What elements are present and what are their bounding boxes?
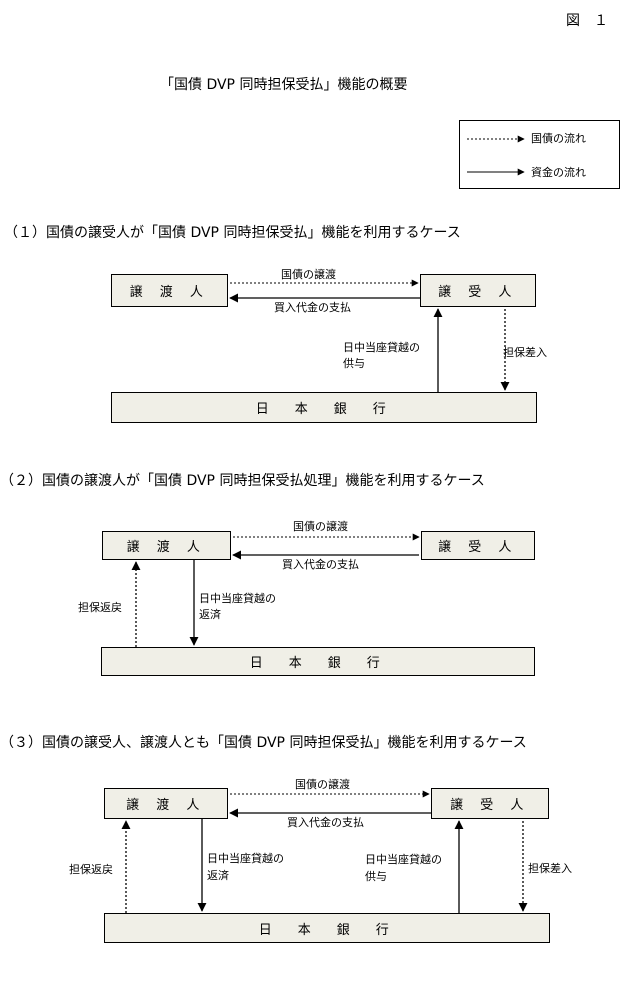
section-2-transferee-label: 譲 受 人 — [438, 540, 518, 555]
section-1-bank-box: 日 本 銀 行 — [111, 392, 537, 423]
section-2-bank-label: 日 本 銀 行 — [249, 656, 387, 671]
section-3-overdraft-left-label-1: 日中当座貸越の — [207, 852, 284, 865]
section-1-transferor-box: 譲 渡 人 — [111, 274, 228, 307]
section-3-collateral-left-label: 担保返戻 — [69, 863, 113, 876]
section-3-bank-box: 日 本 銀 行 — [104, 913, 550, 943]
section-2-transferee-box: 譲 受 人 — [421, 531, 535, 560]
section-1-bond-transfer-label: 国債の譲渡 — [281, 268, 336, 281]
section-3-overdraft-left-label-2: 返済 — [207, 869, 229, 882]
section-3-transferee-box: 譲 受 人 — [431, 788, 549, 819]
section-3-transferor-label: 譲 渡 人 — [126, 798, 206, 813]
legend-box — [459, 120, 620, 189]
section-1-transferee-label: 譲 受 人 — [438, 285, 518, 300]
section-1-payment-label: 買入代金の支払 — [274, 301, 351, 314]
section-1-transferee-box: 譲 受 人 — [420, 274, 536, 307]
figure-number: 図 １ — [566, 13, 608, 29]
section-3-transferor-box: 譲 渡 人 — [104, 788, 228, 819]
section-3-transferee-label: 譲 受 人 — [450, 798, 530, 813]
section-3-overdraft-right-label-2: 供与 — [365, 870, 387, 883]
section-2-transferor-label: 譲 渡 人 — [126, 540, 207, 555]
section-3-payment-label: 買入代金の支払 — [287, 816, 364, 829]
section-3-bank-label: 日 本 銀 行 — [258, 922, 396, 938]
section-1-overdraft-label-1: 日中当座貸越の — [343, 341, 420, 354]
section-1-bank-label: 日 本 銀 行 — [255, 402, 393, 417]
legend-bond-flow-label: 国債の流れ — [531, 132, 586, 145]
section-2-collateral-label: 担保返戻 — [78, 601, 122, 614]
section-3-collateral-right-label: 担保差入 — [528, 862, 572, 875]
section-3-bond-transfer-label: 国債の譲渡 — [295, 778, 350, 791]
section-1-collateral-label: 担保差入 — [503, 346, 547, 359]
section-1-overdraft-label-2: 供与 — [343, 357, 365, 370]
legend-fund-flow-label: 資金の流れ — [531, 166, 586, 179]
section-2-transferor-box: 譲 渡 人 — [102, 531, 231, 560]
section-2-bond-transfer-label: 国債の譲渡 — [293, 520, 348, 533]
section-2-bank-box: 日 本 銀 行 — [101, 647, 535, 676]
section-3-heading: （３）国債の譲受人、譲渡人とも「国債 DVP 同時担保受払」機能を利用するケース — [0, 735, 527, 751]
section-1-transferor-label: 譲 渡 人 — [129, 285, 210, 300]
section-2-overdraft-label-2: 返済 — [199, 608, 221, 621]
section-1-heading: （１）国債の譲受人が「国債 DVP 同時担保受払」機能を利用するケース — [4, 225, 461, 241]
section-2-heading: （２）国債の譲渡人が「国債 DVP 同時担保受払処理」機能を利用するケース — [0, 473, 485, 489]
section-2-overdraft-label-1: 日中当座貸越の — [199, 592, 276, 605]
section-3-overdraft-right-label-1: 日中当座貸越の — [365, 853, 442, 866]
section-2-payment-label: 買入代金の支払 — [282, 558, 359, 571]
page-title: 「国債 DVP 同時担保受払」機能の概要 — [160, 77, 408, 93]
